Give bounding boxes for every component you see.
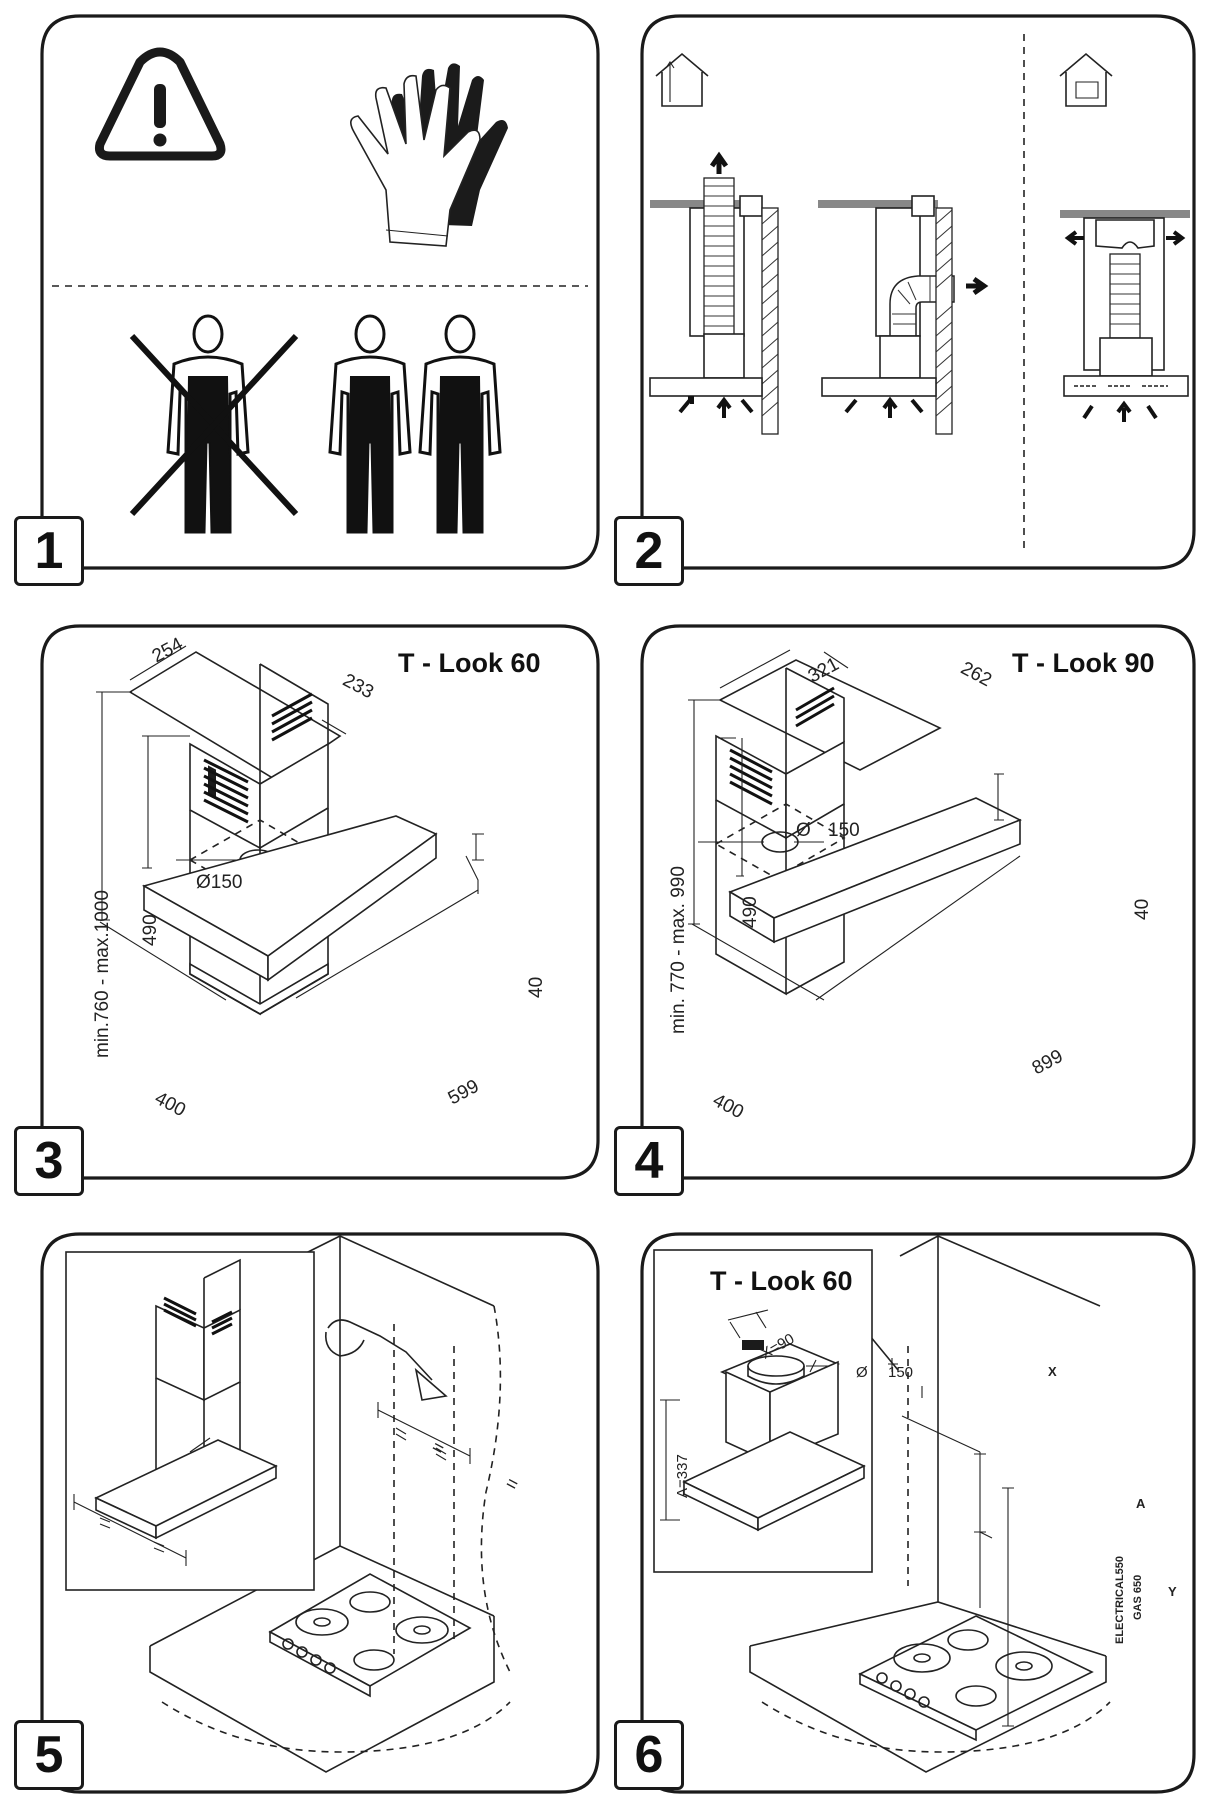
worker-icon xyxy=(129,314,299,534)
panel-2 xyxy=(640,14,1196,570)
step-number-4: 4 xyxy=(614,1126,684,1196)
dim-duct-symbol: Ø xyxy=(856,1364,868,1381)
dim-chimney: 490 xyxy=(140,914,161,946)
panel-6 xyxy=(640,1232,1196,1794)
hood-recirculation xyxy=(1060,210,1190,422)
wall-gas-label: GAS 650 xyxy=(1132,1574,1144,1620)
room-corner-drawing xyxy=(149,1235,511,1773)
inset-hood xyxy=(73,1258,278,1566)
panel-4-title: T - Look 90 xyxy=(1012,648,1155,678)
house-recirc-icon xyxy=(1059,52,1113,107)
step-number-1: 1 xyxy=(14,516,84,586)
hood-drawing-t-look-90 xyxy=(688,649,1022,1001)
dim-chimney: 490 xyxy=(740,896,761,928)
panel-4 xyxy=(640,624,1196,1180)
dim-duct: 150 xyxy=(828,820,860,841)
wall-a-label: A xyxy=(1136,1496,1146,1511)
hood-vent-up xyxy=(649,151,779,435)
wall-y-label: Y xyxy=(1168,1584,1177,1599)
wall-x-label: X xyxy=(1048,1364,1057,1379)
hood-drawing-t-look-60 xyxy=(96,645,484,1016)
house-vent-icon xyxy=(655,52,709,107)
gloves-icon xyxy=(350,63,508,247)
warning-icon xyxy=(95,47,226,161)
dim-thickness: 40 xyxy=(526,976,547,998)
worker-pair-icon xyxy=(328,314,502,534)
dim-height-range: min. 770 - max. 990 xyxy=(668,866,689,1034)
step-number-6: 6 xyxy=(614,1720,684,1790)
step-number-3: 3 xyxy=(14,1126,84,1196)
room-corner-drawing xyxy=(749,1235,1111,1773)
panel-1 xyxy=(40,14,600,570)
dim-duct-symbol: Ø xyxy=(796,820,811,841)
panel-3-title: T - Look 60 xyxy=(398,648,541,678)
wall-electrical-label: ELECTRICAL550 xyxy=(1114,1555,1126,1644)
inset-hood-top xyxy=(660,1309,866,1532)
panel-3 xyxy=(40,624,600,1180)
dim-duct: 150 xyxy=(888,1364,914,1381)
dim-a-337: A=337 xyxy=(674,1454,691,1498)
panel-5 xyxy=(40,1232,600,1794)
inset-box xyxy=(65,1251,315,1591)
dim-duct: Ø150 xyxy=(196,872,243,893)
dim-thickness: 40 xyxy=(1132,898,1153,920)
step-number-5: 5 xyxy=(14,1720,84,1790)
step-number-2: 2 xyxy=(614,516,684,586)
panel-6-title: T - Look 60 xyxy=(710,1266,853,1296)
pencil-hand-icon xyxy=(324,1319,448,1401)
hood-vent-side xyxy=(818,195,989,435)
dim-height-range: min.760 - max.1000 xyxy=(92,890,113,1058)
